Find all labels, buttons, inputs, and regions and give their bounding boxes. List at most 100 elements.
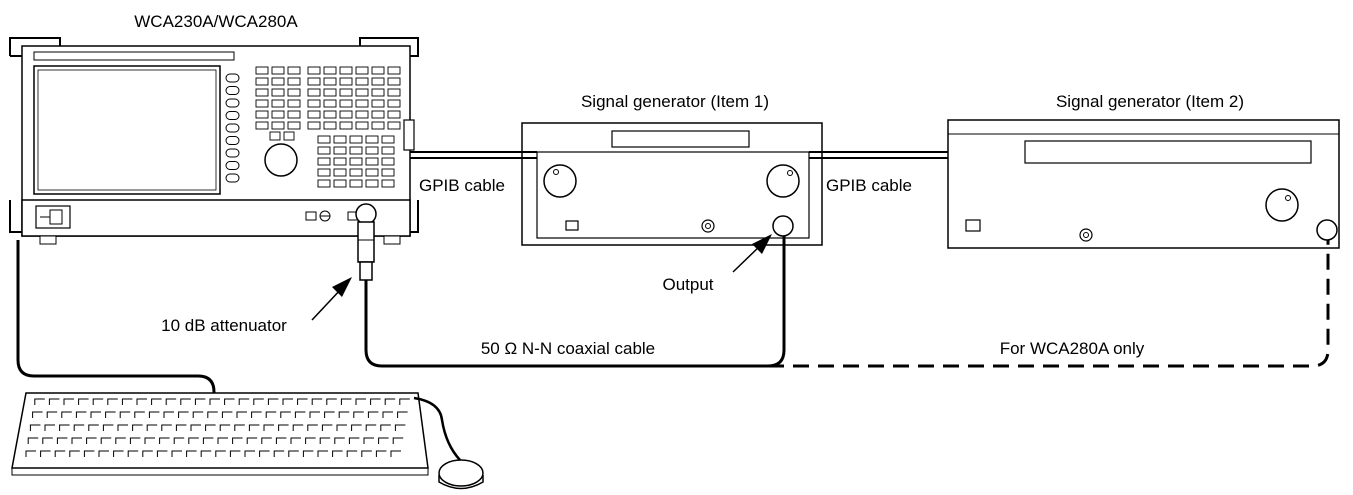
keyboard-key xyxy=(238,398,250,405)
keyboard-key xyxy=(346,450,358,457)
keyboard-key xyxy=(394,424,406,431)
keypad-key xyxy=(333,135,347,144)
keyboard-key xyxy=(83,450,95,457)
gpib-cable-2-label: GPIB cable xyxy=(826,176,912,195)
keypad-key xyxy=(323,66,337,75)
coaxial-cable xyxy=(364,236,786,368)
analyzer-label: WCA230A/WCA280A xyxy=(134,12,298,31)
keyboard-key xyxy=(309,411,320,418)
keyboard-key xyxy=(190,424,201,431)
keyboard-key xyxy=(219,424,231,431)
keyboard-key xyxy=(156,450,168,457)
keyboard-key xyxy=(305,437,316,444)
keypad-key xyxy=(307,88,321,97)
keyboard-key xyxy=(302,450,314,457)
gpib-cable-1 xyxy=(410,151,537,159)
keypad-key xyxy=(307,99,321,108)
keypad-key xyxy=(283,131,295,141)
keyboard-key xyxy=(200,450,212,457)
keyboard-key xyxy=(148,411,160,418)
keypad-key xyxy=(349,157,363,166)
keyboard-key xyxy=(46,411,58,418)
signal-generator-1-knob-left xyxy=(543,164,577,198)
keypad-key xyxy=(255,77,269,86)
keypad-key xyxy=(349,146,363,155)
keyboard-key xyxy=(363,437,374,444)
keypad-key xyxy=(349,168,363,177)
signal-generator-1-output-connector xyxy=(772,215,794,237)
keyboard-key xyxy=(92,398,104,405)
keypad-key xyxy=(365,157,379,166)
keyboard-key xyxy=(205,424,216,431)
keypad-key xyxy=(271,77,285,86)
keypad-key xyxy=(349,179,363,188)
keyboard-key xyxy=(307,424,318,431)
keypad-key xyxy=(323,110,337,119)
keypad-key xyxy=(355,110,369,119)
keyboard-key xyxy=(88,424,99,431)
keypad-key xyxy=(317,135,331,144)
signal-generator-1-knob-right xyxy=(766,164,800,198)
keypad-key xyxy=(355,121,369,130)
keyboard-key xyxy=(390,450,401,457)
keypad-key xyxy=(381,157,395,166)
keypad-key xyxy=(381,168,395,177)
signal-generator-2-output-connector xyxy=(1316,219,1338,241)
keypad-key xyxy=(323,99,337,108)
keyboard-key xyxy=(113,450,124,457)
keyboard-key xyxy=(192,411,204,418)
keyboard-key xyxy=(171,450,182,457)
keypad-key xyxy=(271,121,285,130)
coaxial-cable-wca280a xyxy=(768,240,1330,368)
keyboard-key xyxy=(246,437,258,444)
keyboard-key xyxy=(121,398,133,405)
keyboard-key xyxy=(32,411,43,418)
keyboard-key xyxy=(78,398,89,405)
keypad-key xyxy=(371,110,385,119)
keyboard-key xyxy=(69,450,80,457)
keyboard-key xyxy=(175,424,187,431)
mouse-cable xyxy=(413,396,461,461)
keyboard-key xyxy=(326,398,337,405)
keyboard-key xyxy=(48,398,60,405)
keyboard-key xyxy=(136,398,147,405)
keyboard-key xyxy=(229,450,241,457)
keyboard-key xyxy=(217,437,228,444)
keypad-key xyxy=(333,168,347,177)
keyboard-key xyxy=(173,437,185,444)
keyboard-key xyxy=(75,411,87,418)
keypad-key xyxy=(387,66,401,75)
keypad-key xyxy=(339,99,353,108)
keyboard-key xyxy=(44,424,55,431)
signal-generator-2-knob xyxy=(1265,188,1299,222)
keypad-key xyxy=(271,66,285,75)
keypad-key xyxy=(387,99,401,108)
keyboard-key xyxy=(132,424,143,431)
keyboard-key xyxy=(253,398,264,405)
keypad-key xyxy=(371,88,385,97)
keyboard-keys xyxy=(25,398,410,457)
keypad-key xyxy=(381,146,395,155)
keyboard-key xyxy=(86,437,97,444)
keyboard-key xyxy=(288,450,299,457)
analyzer-input-connector-1 xyxy=(305,211,317,221)
keyboard-key xyxy=(397,411,408,418)
keyboard-key xyxy=(273,450,285,457)
gpib-cable-1-label: GPIB cable xyxy=(419,176,505,195)
keyboard-key xyxy=(129,437,141,444)
keyboard-key xyxy=(324,411,335,418)
attenuator xyxy=(355,203,377,281)
keyboard-key xyxy=(25,450,36,457)
keyboard-key xyxy=(98,450,109,457)
keyboard-key xyxy=(332,450,343,457)
signal-generator-1-display xyxy=(611,130,750,148)
keypad-key xyxy=(339,121,353,130)
keyboard-key xyxy=(209,398,220,405)
analyzer-knob xyxy=(264,143,298,177)
keypad-key xyxy=(323,121,337,130)
softkey xyxy=(225,73,240,83)
keyboard-key xyxy=(100,437,112,444)
keyboard-key xyxy=(353,411,364,418)
keypad-key xyxy=(323,88,337,97)
mouse xyxy=(438,459,484,490)
